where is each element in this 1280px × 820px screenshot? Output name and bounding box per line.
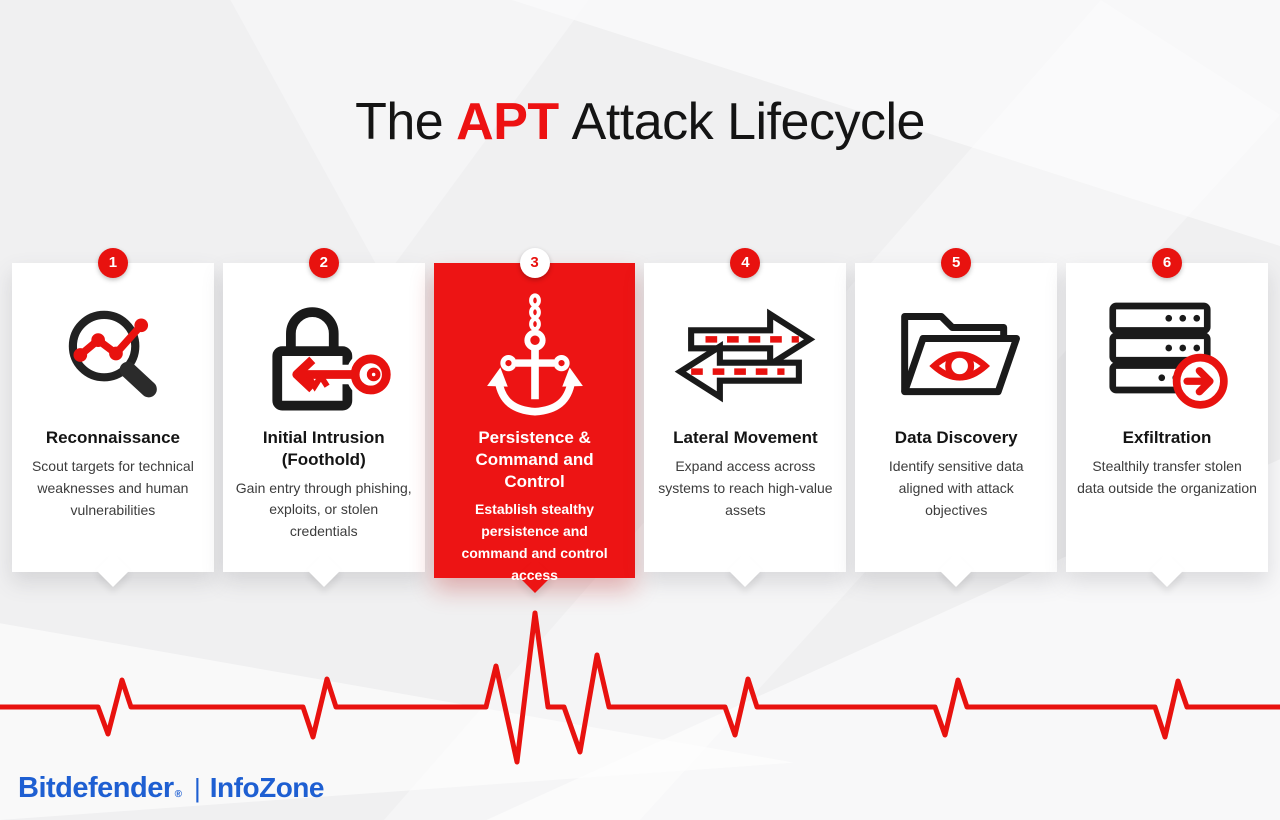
page-title-suffix: Attack Lifecycle	[571, 93, 926, 151]
stage-number-badge: 1	[97, 248, 128, 278]
lock-key-icon	[272, 307, 395, 411]
stage-icon-box	[12, 303, 214, 407]
stage-title: Lateral Movement	[673, 428, 818, 447]
stage-title: Reconnaissance	[45, 428, 180, 447]
registered-mark: ®	[174, 789, 183, 800]
stage-icon-box	[434, 293, 636, 416]
stage-description: Expand access across systems to reach hi…	[658, 457, 833, 518]
page-title-prefix: The	[355, 93, 444, 151]
stage-icon-box	[223, 303, 425, 411]
stage-title: Initial Intrusion (Foothold)	[262, 428, 385, 469]
magnifier-trend-icon	[68, 310, 157, 398]
stage-number-badge: 3	[519, 248, 550, 278]
stage-description: Gain entry through phishing, exploits, o…	[235, 479, 412, 540]
stage-number-badge: 4	[730, 248, 761, 278]
stage-description: Establish stealthy persistence and comma…	[461, 501, 608, 584]
stage-number-badge: 2	[308, 248, 339, 278]
stage-description: Identify sensitive data aligned with att…	[888, 457, 1024, 518]
heartbeat-line	[0, 610, 1280, 765]
bidirectional-arrows-icon	[675, 308, 816, 402]
anchor-icon	[486, 293, 583, 416]
stage-card-data-discovery: 5 Data Discovery Identify sensitive data…	[855, 248, 1058, 587]
stage-card-lateral-movement: 4 Lateral Movement Expand access across …	[644, 248, 847, 587]
stage-card-initial-intrusion: 2 Initial Intrusion (Foothold) Gain entr…	[222, 248, 425, 587]
stage-icon-box	[1066, 302, 1268, 409]
stage-title: Persistence & Command and Control	[475, 428, 594, 491]
stage-cards-row: 1 Reconnaissance Scout targets for techn…	[12, 248, 1268, 593]
stage-card-persistence-command-control: 3 Persistence & Command and Control Esta…	[433, 248, 636, 593]
stage-number-badge: 5	[941, 248, 972, 278]
stage-description: Stealthily transfer stolen data outside …	[1077, 457, 1257, 496]
card-tail	[728, 553, 763, 587]
card-tail	[939, 553, 974, 587]
stage-description: Scout targets for technical weaknesses a…	[31, 457, 194, 518]
stage-icon-box	[644, 303, 846, 407]
card-tail	[95, 553, 130, 587]
stage-number-badge: 6	[1152, 248, 1183, 278]
page-title-highlight: APT	[456, 93, 559, 151]
card-tail	[1150, 553, 1185, 587]
stage-card-reconnaissance: 1 Reconnaissance Scout targets for techn…	[12, 248, 214, 587]
stage-icon-box	[855, 303, 1057, 407]
folder-eye-icon	[901, 313, 1021, 396]
server-export-icon	[1109, 302, 1228, 409]
brand-name: Bitdefender	[18, 772, 174, 804]
stage-title: Exfiltration	[1122, 428, 1212, 447]
stage-card-exfiltration: 6 Exfiltration Stealthily transfer stole…	[1066, 248, 1268, 587]
brand-logo: Bitdefender ® | InfoZone	[18, 772, 324, 805]
logo-separator: |	[194, 773, 201, 803]
card-tail	[306, 553, 341, 587]
product-name: InfoZone	[209, 772, 325, 803]
stage-title: Data Discovery	[894, 428, 1018, 447]
